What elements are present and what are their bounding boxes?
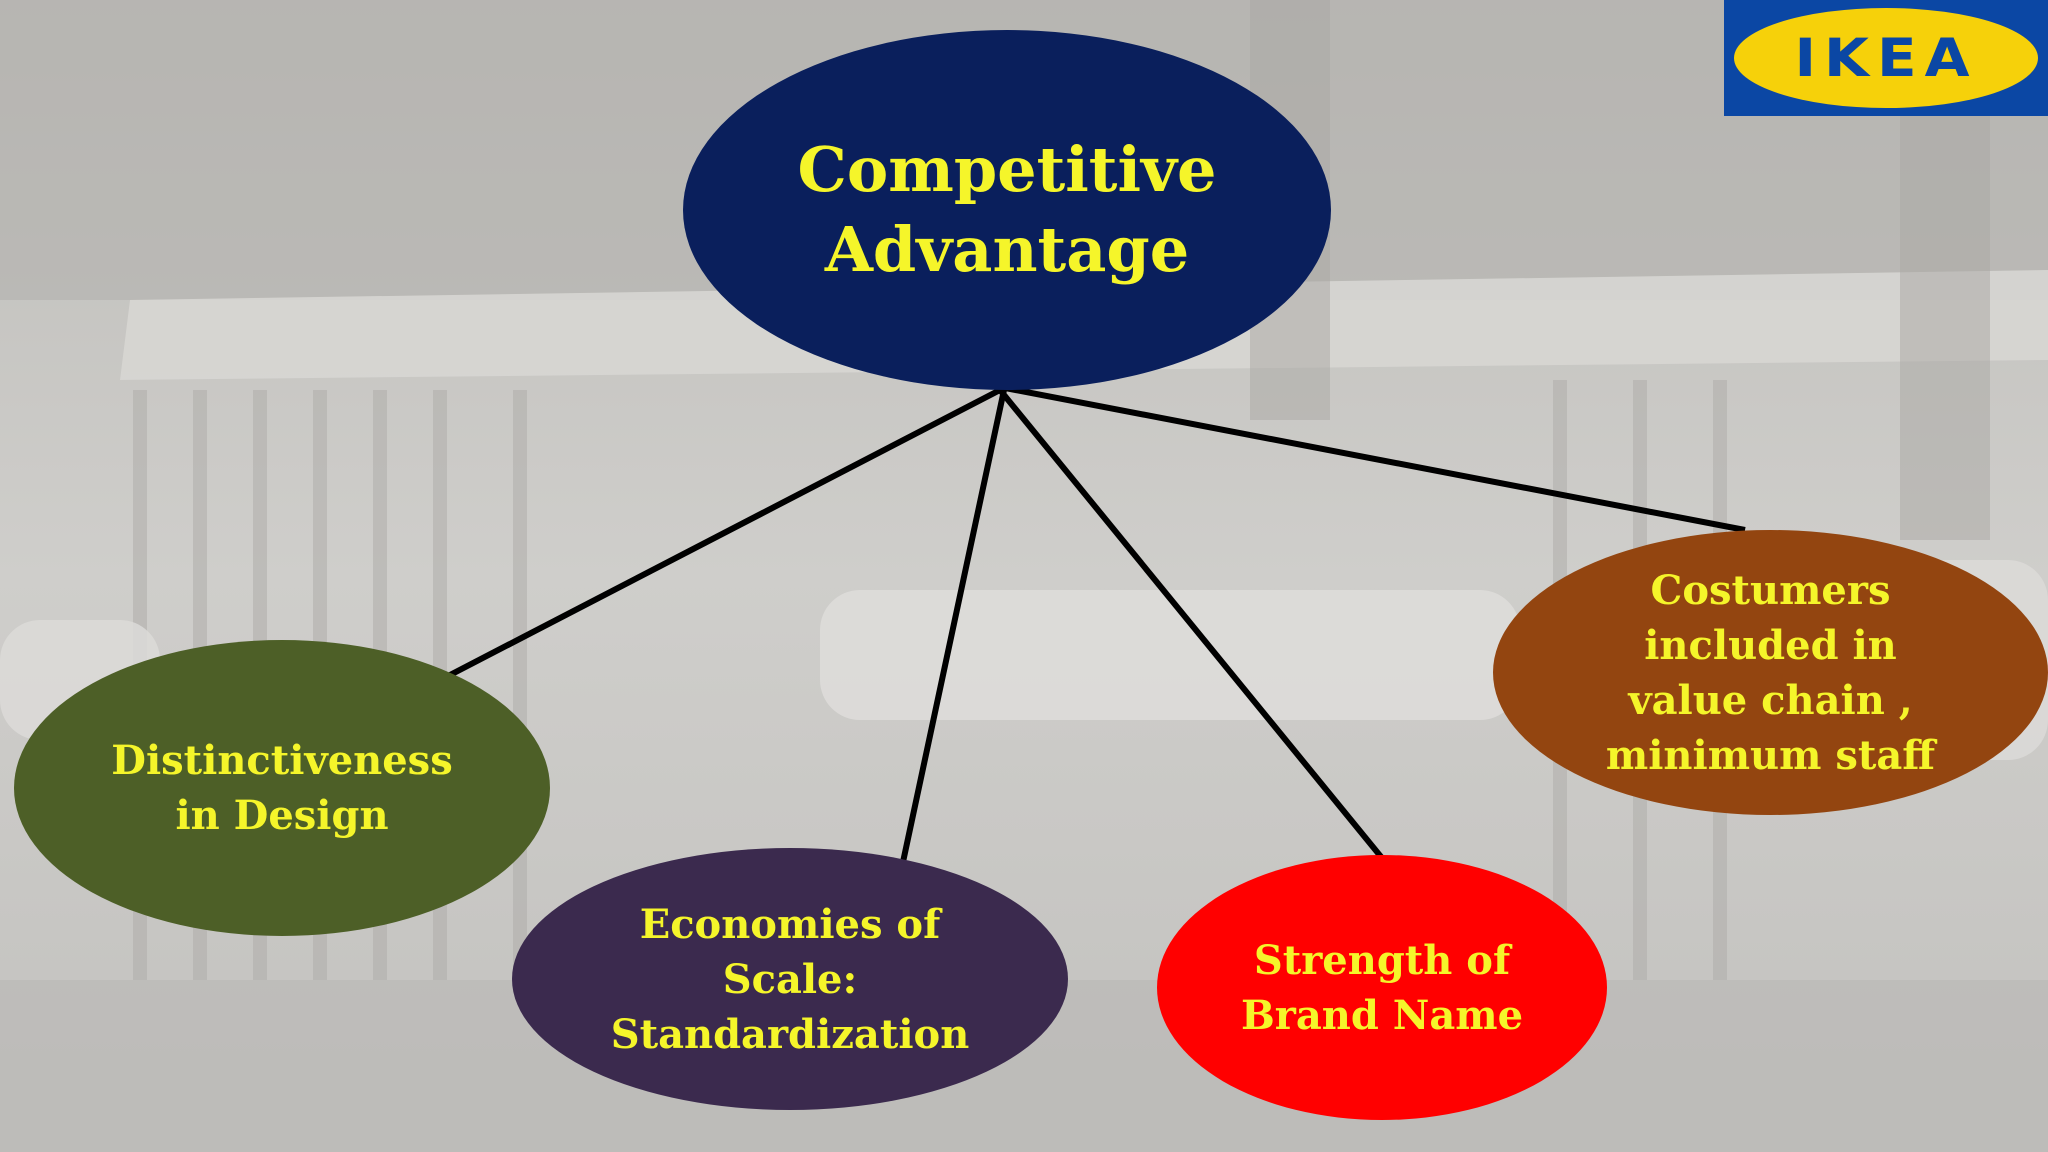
economies-of-scale-label: Economies of Scale: Standardization	[610, 900, 970, 1058]
connector-scale	[900, 389, 1007, 863]
connector-brand	[997, 388, 1385, 860]
customers-value-chain-label: Costumers included in value chain , mini…	[1605, 566, 1936, 779]
competitive-advantage-label: Competitive Advantage	[797, 133, 1217, 286]
customers-value-chain-node: Costumers included in value chain , mini…	[1493, 530, 2048, 815]
distinctiveness-design-label: Distinctiveness in Design	[111, 737, 453, 839]
brand-strength-node: Strength of Brand Name	[1157, 855, 1607, 1120]
brand-strength-label: Strength of Brand Name	[1240, 936, 1524, 1039]
distinctiveness-design-node: Distinctiveness in Design	[14, 640, 550, 936]
connector-customers	[999, 384, 1746, 533]
ikea-logo-oval: IKEA	[1734, 8, 2038, 108]
ikea-logo-text: IKEA	[1794, 27, 1978, 89]
ikea-logo: IKEA	[1724, 0, 2048, 116]
economies-of-scale-node: Economies of Scale: Standardization	[512, 848, 1068, 1110]
competitive-advantage-node: Competitive Advantage	[683, 30, 1331, 390]
connector-design	[448, 387, 1002, 678]
